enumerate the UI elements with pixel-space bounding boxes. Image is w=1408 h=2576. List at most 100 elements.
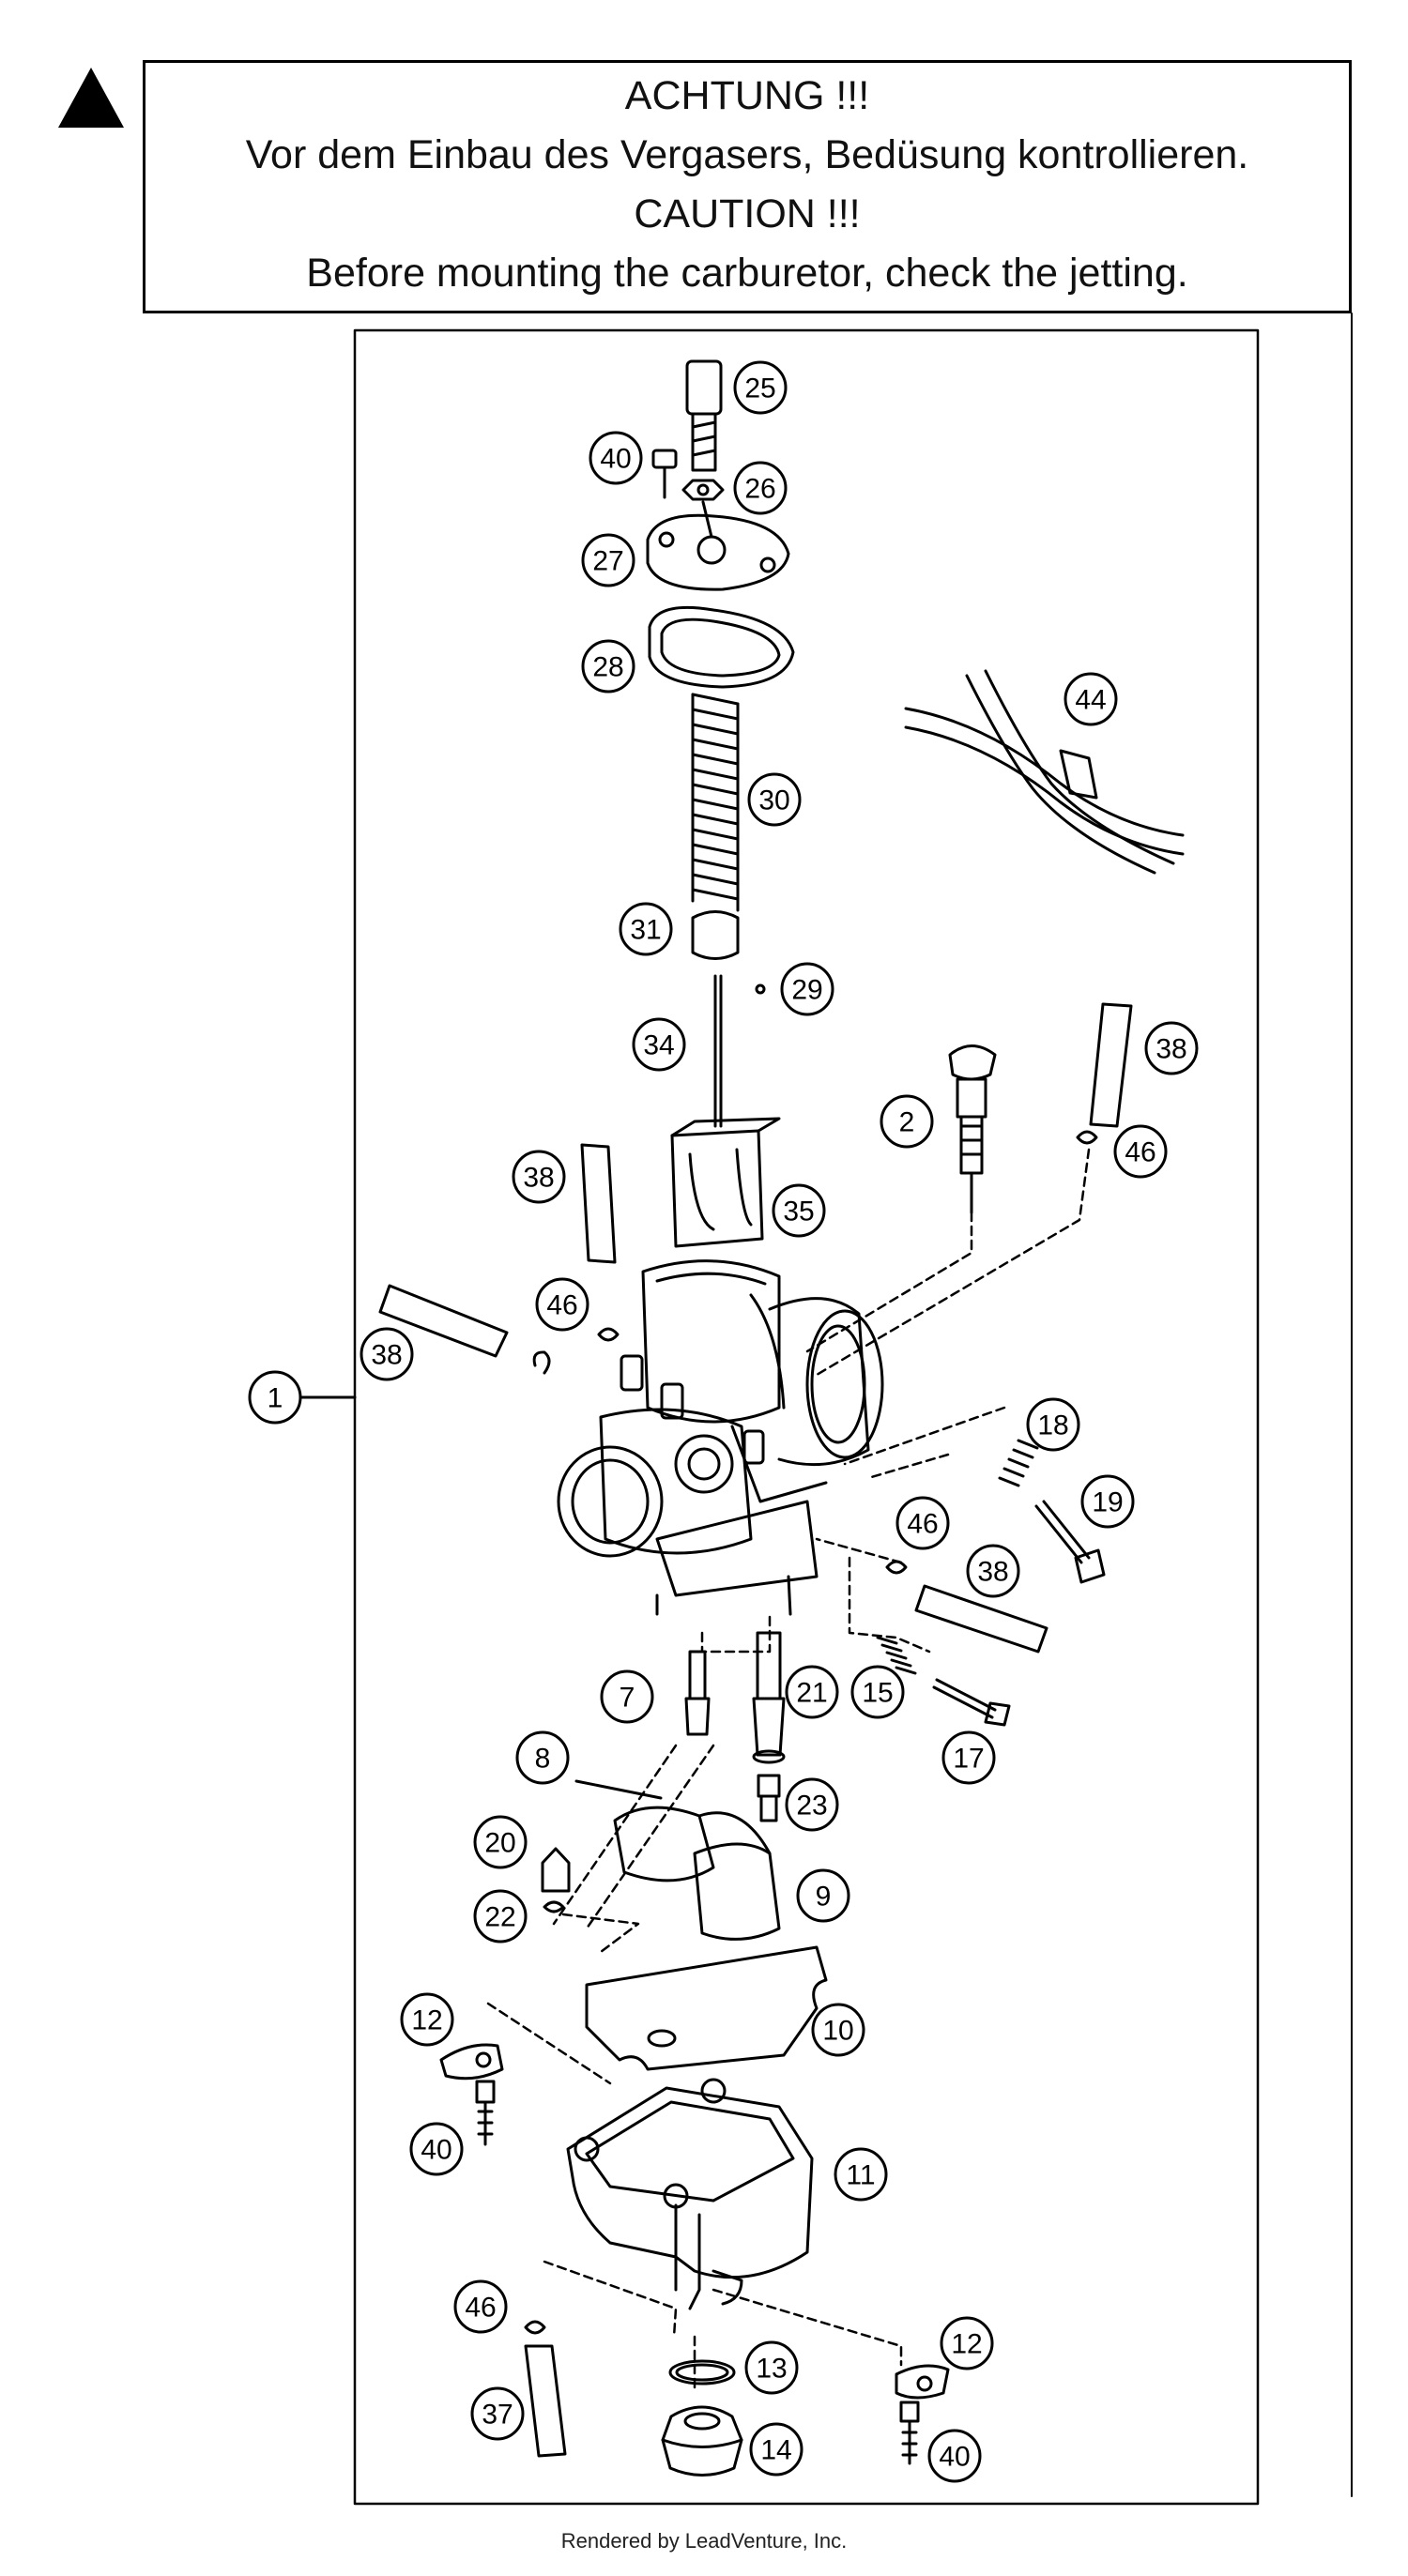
callout-circle [248,1370,302,1425]
callout-22: 22 [473,1889,528,1943]
cable-tie-part [904,669,1185,875]
callout-label: 1 [268,1383,283,1414]
throttle-spring-part [691,693,740,912]
callout-circle [880,1094,934,1149]
callout-label: 26 [744,474,775,505]
callout-label: 12 [951,2329,982,2360]
warning-triangle-icon [58,68,124,128]
callout-40: 40 [409,2122,464,2176]
callout-circle [733,360,788,415]
callout-label: 7 [620,1683,635,1714]
idle-spring-part [876,1636,917,1675]
callout-38: 38 [966,1544,1020,1598]
callout-label: 15 [862,1678,893,1709]
callout-label: 25 [744,373,775,404]
callout-circle [1080,1474,1135,1529]
callout-44: 44 [1064,672,1118,726]
callout-label: 2 [899,1107,915,1138]
callout-circle [1064,672,1118,726]
callout-label: 46 [546,1290,577,1321]
callout-30: 30 [747,772,802,827]
callout-circle [966,1544,1020,1598]
callout-circle [535,1277,589,1332]
callout-13: 13 [744,2340,799,2395]
callout-label: 38 [371,1340,402,1371]
callout-40: 40 [589,431,643,485]
drain-plug-part [661,2405,743,2477]
callout-label: 31 [630,915,661,946]
warning-title-de: ACHTUNG !!! [624,73,870,118]
bowl-bolt-part [475,2080,920,2465]
callout-label: 44 [1075,685,1106,716]
vent-hose-part [378,1002,1133,1654]
idle-screw-part [948,1044,997,1214]
callout-circle [473,1815,528,1869]
callout-14: 14 [749,2422,803,2477]
idle-adjust-screw-part [932,1678,1011,1727]
callout-circle [632,1017,686,1072]
callout-34: 34 [632,1017,686,1072]
callout-40: 40 [927,2429,982,2483]
hose-clip-part [524,1130,1098,2335]
callout-21: 21 [785,1665,839,1719]
callout-label: 18 [1037,1410,1068,1441]
callout-37: 37 [470,2386,525,2441]
callout-label: 20 [484,1828,515,1859]
bracket-washer-part [439,2043,950,2400]
top-bolt-part [651,449,678,499]
callout-label: 27 [592,546,623,577]
callout-circle [927,2429,982,2483]
callout-label: 38 [523,1163,554,1194]
nut-part [681,479,725,501]
float-bowl-gasket-part [585,1945,828,2071]
footer-credit: Rendered by LeadVenture, Inc. [560,2529,848,2553]
callout-28: 28 [581,639,635,694]
callout-31: 31 [619,902,673,956]
callout-circle [785,1665,839,1719]
callout-29: 29 [780,962,834,1016]
callout-46: 46 [895,1496,950,1550]
warning-title-en: CAUTION !!! [634,191,861,236]
callout-circle [473,1889,528,1943]
callout-circle [834,2147,888,2202]
callout-circle [1144,1021,1199,1075]
callout-label: 37 [482,2400,513,2431]
callout-8: 8 [515,1730,570,1785]
callout-circle [589,431,643,485]
drain-o-ring-part [668,2359,736,2385]
float-pin-part [574,1779,663,1800]
callout-label: 17 [953,1744,984,1775]
callout-18: 18 [1026,1397,1080,1452]
callout-circle [619,902,673,956]
needle-jet-part [752,1631,786,1764]
pilot-jet-part [684,1650,711,1736]
callout-circle [749,2422,803,2477]
float-bowl-part [566,2078,814,2310]
callout-38: 38 [360,1327,414,1381]
callout-circle [1026,1397,1080,1452]
callout-circle [470,2386,525,2441]
callout-circle [409,2122,464,2176]
callout-label: 40 [939,2442,970,2473]
warning-text-en: Before mounting the carburetor, check th… [306,251,1188,296]
callout-19: 19 [1080,1474,1135,1529]
jet-needle-part [713,974,723,1128]
callout-label: 40 [600,444,631,475]
callout-label: 35 [783,1197,814,1227]
diagram-frame [353,328,1260,2506]
callout-label: 19 [1092,1487,1123,1518]
callout-9: 9 [796,1868,850,1923]
carburetor-body-part [557,1259,884,1616]
warning-text-de: Vor dem Einbau des Vergasers, Bedüsung k… [245,132,1249,177]
callout-circle [772,1183,826,1238]
float-part [613,1806,781,1941]
top-cover-part [646,500,790,591]
callout-23: 23 [785,1777,839,1832]
callout-circle [400,1992,454,2047]
callout-circle [796,1868,850,1923]
callout-circle [785,1777,839,1832]
callout-7: 7 [600,1669,654,1724]
callout-circle [850,1665,905,1719]
callout-label: 46 [1125,1137,1155,1168]
